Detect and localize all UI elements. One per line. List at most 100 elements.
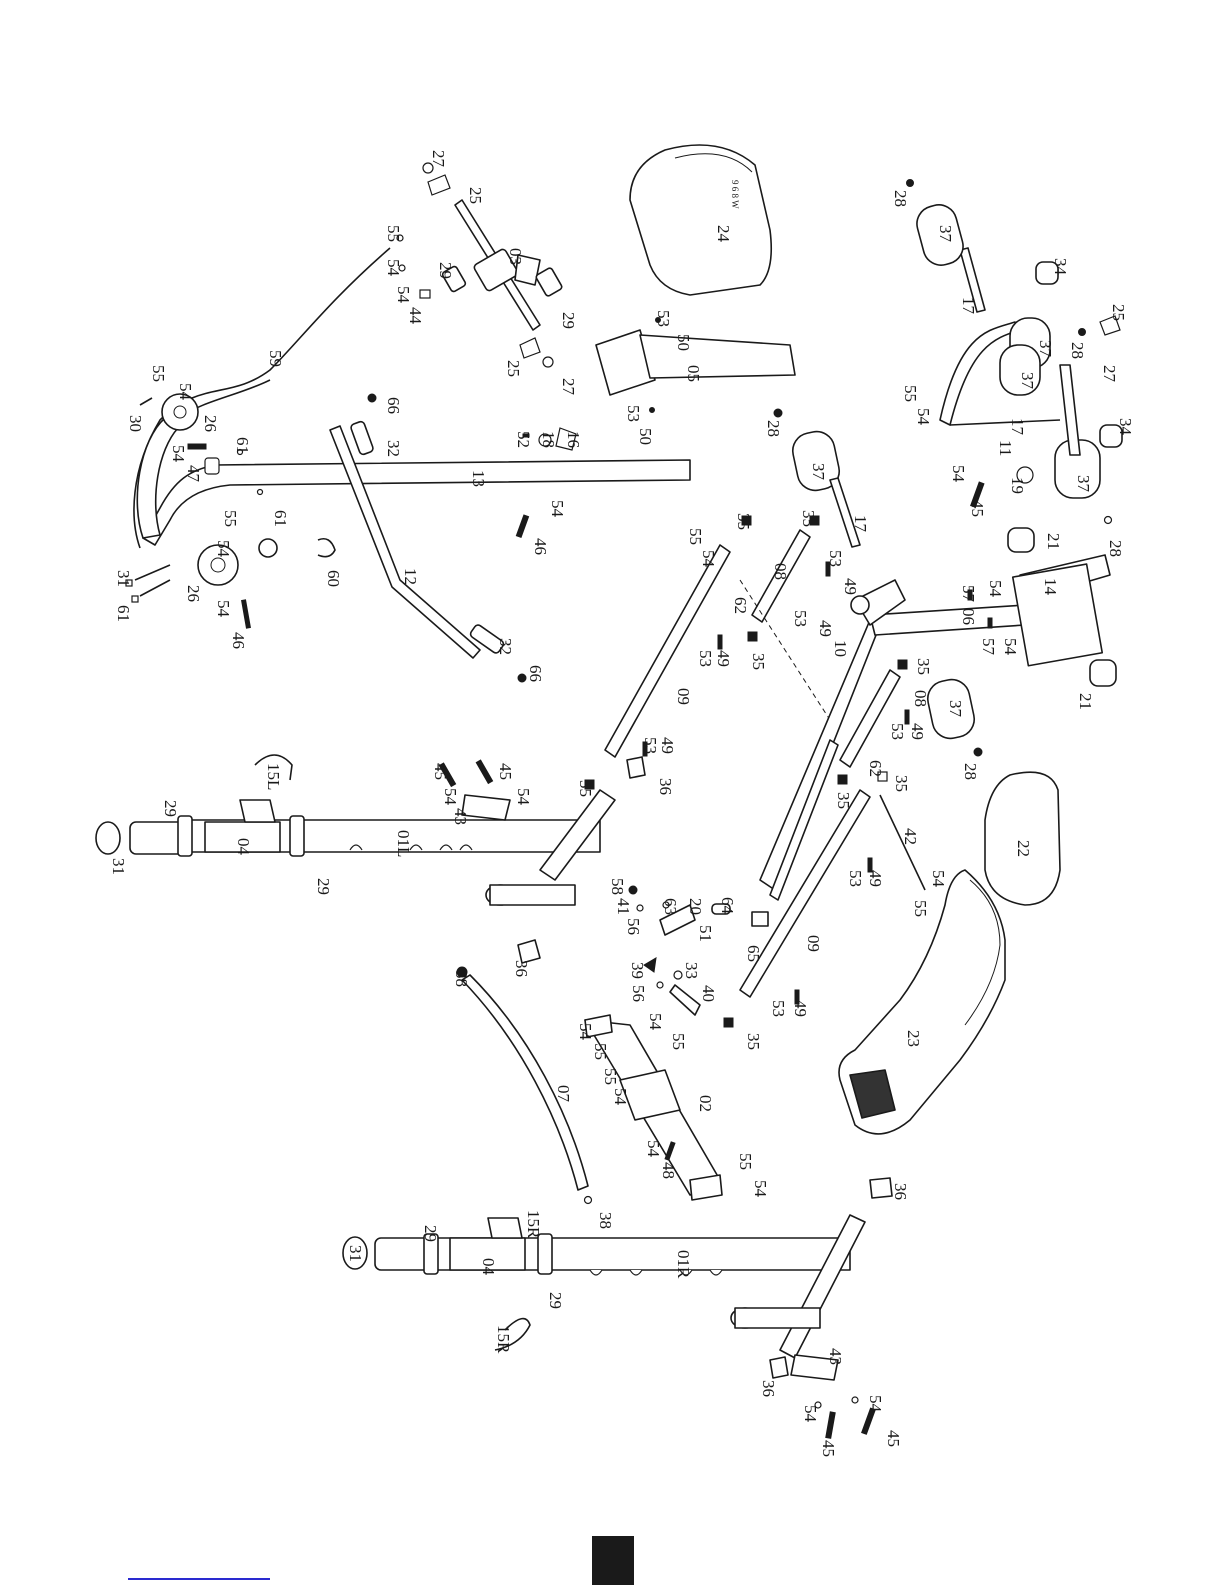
part-label: 01R <box>674 1250 693 1279</box>
part-label: 22 <box>1014 840 1033 857</box>
seat-post-05 <box>595 329 656 396</box>
bolt-57-b <box>987 617 993 629</box>
knob-25-right <box>1099 315 1121 336</box>
part-label: 61 <box>114 605 133 622</box>
part-label: 16 <box>564 431 583 448</box>
bolt-45-left-a <box>438 762 457 788</box>
part-label: 66 <box>526 665 545 682</box>
part-label: 38 <box>452 970 471 987</box>
part-label: 66 <box>384 397 403 414</box>
part-label: 15R <box>524 1210 543 1239</box>
sleeve-32-top <box>350 420 374 456</box>
seat-pad-23-edge <box>964 879 1001 1026</box>
part-label: 53 <box>791 610 810 627</box>
part-label: 48 <box>659 1162 678 1179</box>
part-label: 35 <box>914 658 933 675</box>
bracket-02-plate <box>619 1069 681 1121</box>
part-label: 54 <box>949 465 968 483</box>
part-label: 13 <box>469 470 488 487</box>
part-label: 61 <box>271 510 290 527</box>
rail-09-upper <box>604 544 731 758</box>
wheel-21-bottom <box>1089 659 1117 687</box>
part-label: 56 <box>629 985 648 1002</box>
part-label: 54 <box>611 1088 630 1106</box>
part-label: 53 <box>696 650 715 667</box>
bolt-49-d <box>904 709 910 725</box>
part-label: 36 <box>512 960 531 977</box>
bolt-45-left-b <box>475 759 494 785</box>
part-label: 25 <box>1109 304 1128 321</box>
part-label: 51 <box>696 925 715 942</box>
seat-back-pad-edge <box>674 153 753 173</box>
pin-52 <box>522 433 530 438</box>
part-label: 54 <box>801 1405 820 1423</box>
clip-01R-b <box>629 1269 643 1276</box>
part-label: 62 <box>866 760 885 777</box>
plug-35-left <box>584 779 595 790</box>
part-label: 30 <box>126 415 145 432</box>
part-label: 53 <box>654 310 673 327</box>
plug-35-b <box>809 515 820 526</box>
cap-61 <box>125 579 133 587</box>
nut-55-top <box>396 234 404 242</box>
part-label: 53 <box>769 1000 788 1017</box>
part-label: 40 <box>699 985 718 1002</box>
part-label: 43 <box>826 1348 845 1365</box>
part-label: 26 <box>184 585 203 602</box>
part-label: 37 <box>809 463 828 481</box>
part-label: 54 <box>441 788 460 806</box>
part-label: 55 <box>149 365 168 382</box>
part-label: 44 <box>406 307 425 325</box>
part-label: 50 <box>674 334 693 351</box>
part-label: 33 <box>682 962 701 979</box>
part-label: 60 <box>324 570 343 587</box>
handle-30 <box>139 397 153 406</box>
bolt-45-r-b <box>861 1407 876 1435</box>
washer-56-a <box>636 904 644 912</box>
bolt-47 <box>187 443 207 450</box>
clip-01R-a <box>589 1269 603 1276</box>
part-label: 54 <box>699 550 718 568</box>
bolt-45-r-a <box>825 1411 836 1439</box>
part-label: 55 <box>384 225 403 242</box>
foot-01R-post <box>734 1307 821 1329</box>
part-label: 28 <box>764 420 783 437</box>
part-label: 31 <box>346 1245 365 1262</box>
part-label: 53 <box>826 550 845 567</box>
part-label: 35 <box>744 1033 763 1050</box>
cable-59 <box>133 247 391 549</box>
pulley-26-top <box>161 393 199 431</box>
bolt-44 <box>419 289 431 299</box>
foam-roller-37-b <box>999 344 1041 396</box>
part-label: 04 <box>479 1258 498 1276</box>
nut-61-top <box>236 448 244 456</box>
part-label: 45 <box>968 500 987 517</box>
pulley-26-bottom-hub <box>210 557 226 573</box>
part-label: 54 <box>169 445 188 463</box>
clip-01L-d <box>459 844 473 851</box>
part-label: 54 <box>929 870 948 888</box>
plug-35-d <box>897 659 908 670</box>
rail-08-lower <box>839 669 901 768</box>
foot-01L-post <box>489 884 576 906</box>
part-label: 35 <box>749 653 768 670</box>
part-label: 54 <box>644 1140 663 1158</box>
footer-link-underline[interactable] <box>128 1578 270 1580</box>
part-label: 35 <box>576 780 595 797</box>
part-label: 37 <box>936 225 955 243</box>
part-label: 49 <box>908 723 927 740</box>
post-06 <box>869 604 1026 636</box>
tube-14-long <box>1011 563 1104 667</box>
part-label: 54 <box>576 1023 595 1041</box>
part-label: 54 <box>394 286 413 304</box>
clip-01L-a <box>349 844 363 851</box>
knob-25-lower <box>519 337 541 359</box>
cap-28-low <box>1103 515 1113 525</box>
part-label: 53 <box>624 405 643 422</box>
foam-roller-37-low <box>926 678 976 740</box>
bolt-50-b <box>649 407 655 413</box>
cap-28-lower-mid <box>973 747 983 757</box>
clip-01L-b <box>409 844 423 851</box>
alignment-dash <box>739 579 831 721</box>
part-label: 24 <box>714 225 733 243</box>
